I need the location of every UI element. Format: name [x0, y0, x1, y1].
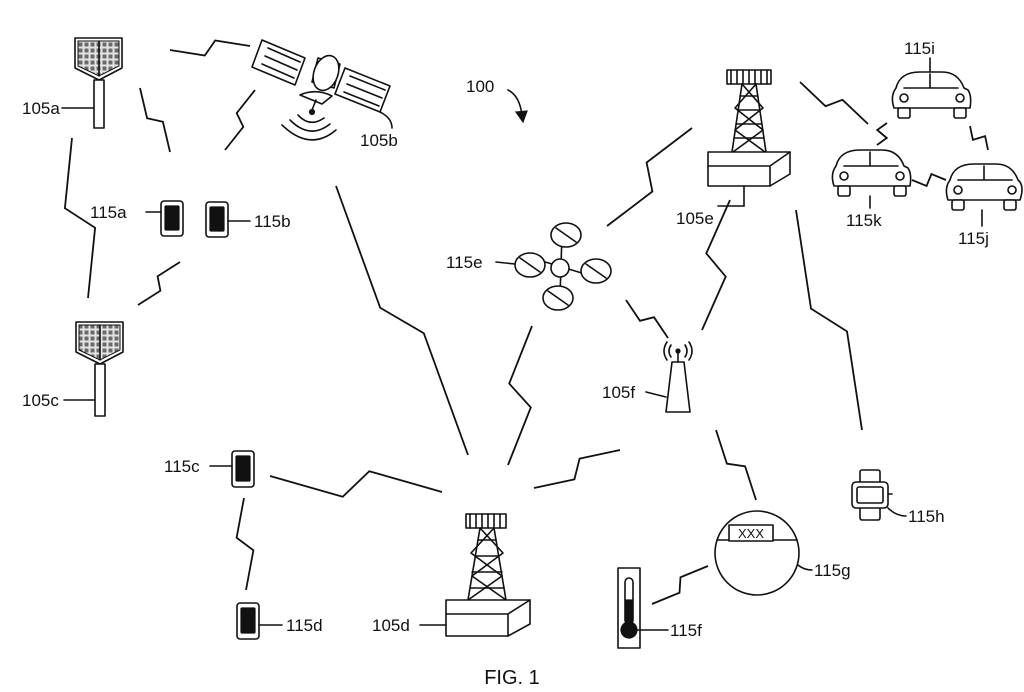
wireless-link [137, 261, 181, 306]
car-icon [891, 71, 972, 119]
wireless-links [63, 39, 989, 605]
wireless-link [795, 209, 863, 431]
label-115j: 115j [958, 229, 989, 248]
label-105a: 105a [22, 99, 60, 118]
panel-antenna-icon [74, 37, 123, 129]
phone-icon [205, 201, 229, 238]
label-115g: 115g [814, 561, 851, 580]
label-115a: 115a [90, 203, 127, 222]
wireless-link [799, 81, 869, 125]
label-115b: 115b [254, 212, 291, 231]
label-115e: 115e [446, 253, 483, 272]
small-cell-antenna-icon [663, 341, 693, 413]
figure-caption: FIG. 1 [484, 667, 540, 689]
label-115f: 115f [670, 621, 702, 640]
car-icon [945, 163, 1023, 211]
satellite-icon [251, 39, 391, 141]
label-115h: 115h [908, 507, 945, 526]
wireless-link [911, 172, 947, 188]
wireless-link [224, 89, 256, 151]
wireless-link [335, 185, 469, 456]
wireless-link [969, 125, 989, 151]
wireless-link [63, 137, 97, 299]
wireless-link [606, 127, 693, 227]
wireless-link [169, 39, 251, 57]
label-115k: 115k [846, 211, 882, 230]
phone-icon [231, 450, 255, 488]
wireless-link [533, 449, 621, 489]
phone-icon [160, 200, 184, 237]
cell-tower-icon [707, 69, 791, 187]
wireless-link [875, 122, 889, 146]
label-105d: 105d [372, 616, 410, 635]
wireless-link [269, 470, 443, 498]
label-115d: 115d [286, 616, 323, 635]
label-115i: 115i [904, 39, 935, 58]
wireless-link [651, 565, 709, 605]
thermometer-icon [617, 567, 641, 649]
label-105c: 105c [22, 391, 59, 410]
car-icon [831, 149, 912, 197]
label-105f: 105f [602, 383, 635, 402]
cell-tower-icon [445, 513, 531, 637]
wireless-link [235, 497, 255, 591]
label-105e: 105e [676, 209, 714, 228]
wireless-link [715, 429, 757, 501]
meter-display: XXX [738, 526, 764, 541]
label-115c: 115c [164, 457, 200, 476]
wireless-link [139, 87, 171, 153]
phone-icon [236, 602, 260, 640]
smartwatch-icon [851, 469, 893, 521]
label-105b: 105b [360, 131, 398, 150]
meter-icon: XXX [714, 510, 800, 596]
wireless-link [625, 299, 669, 339]
panel-antenna-icon [75, 321, 124, 417]
wireless-link [701, 199, 731, 331]
wireless-link [507, 325, 533, 466]
ref-100: 100 [466, 77, 494, 96]
drone-icon [514, 222, 612, 311]
